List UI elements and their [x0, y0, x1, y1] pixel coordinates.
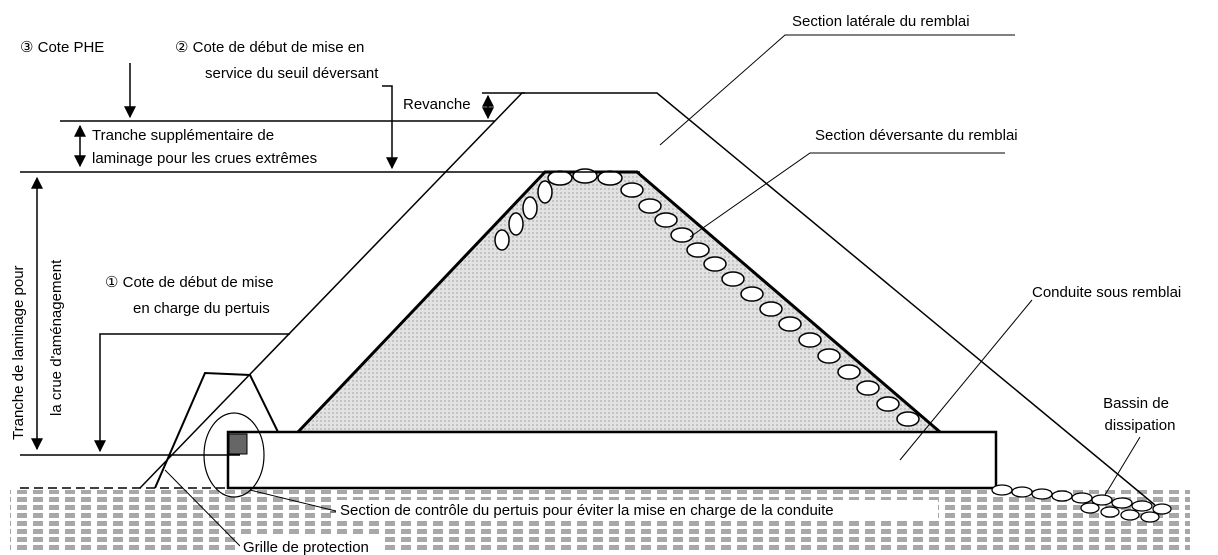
bassin-leader [1104, 436, 1141, 496]
grille-label-bg [240, 537, 380, 555]
grille-leader [164, 469, 241, 547]
conduit [226, 430, 998, 490]
riprap-stones [494, 168, 920, 427]
bassin-label-1: Bassin de [1103, 395, 1169, 412]
cote-seuil-label-2: service du seuil déversant [205, 65, 379, 82]
section-controle-label: Section de contrôle du pertuis pour évit… [340, 502, 834, 519]
tranche-amen-label-1: Tranche de laminage pour [10, 265, 27, 440]
lateral-section-outline [139, 92, 1156, 506]
seuil-arrow [382, 85, 398, 170]
pertuis-arrow [94, 333, 290, 453]
cote-pertuis-label-1: ① Cote de début de mise [105, 274, 274, 291]
section-laterale-label: Section latérale du remblai [792, 13, 970, 30]
basin-stones [991, 484, 1172, 523]
revanche-label: Revanche [403, 96, 471, 113]
ground-band [10, 490, 1190, 552]
tranche-supp-label-1: Tranche supplémentaire de [92, 127, 274, 144]
conduite-label: Conduite sous remblai [1032, 284, 1181, 301]
cote-phe-label: ③ Cote PHE [20, 39, 104, 56]
inlet-structure [154, 371, 279, 489]
section-deversante-label: Section déversante du remblai [815, 127, 1018, 144]
cote-seuil-label-1: ② Cote de début de mise en [175, 39, 364, 56]
controle-label-bg [336, 500, 938, 519]
deversante-leader [689, 152, 1005, 238]
lateral-leader [659, 34, 1015, 146]
tranche-supp-label-2: laminage pour les crues extrêmes [92, 150, 317, 167]
spillway-section [298, 172, 940, 432]
grille-label: Grille de protection [243, 539, 369, 555]
grille-icon [228, 433, 248, 455]
tranche-amen-label-2: la crue d'aménagement [48, 259, 65, 416]
cote-pertuis-label-2: en charge du pertuis [133, 300, 270, 317]
conduite-leader [899, 299, 1033, 461]
bassin-label-2: dissipation [1105, 417, 1176, 434]
